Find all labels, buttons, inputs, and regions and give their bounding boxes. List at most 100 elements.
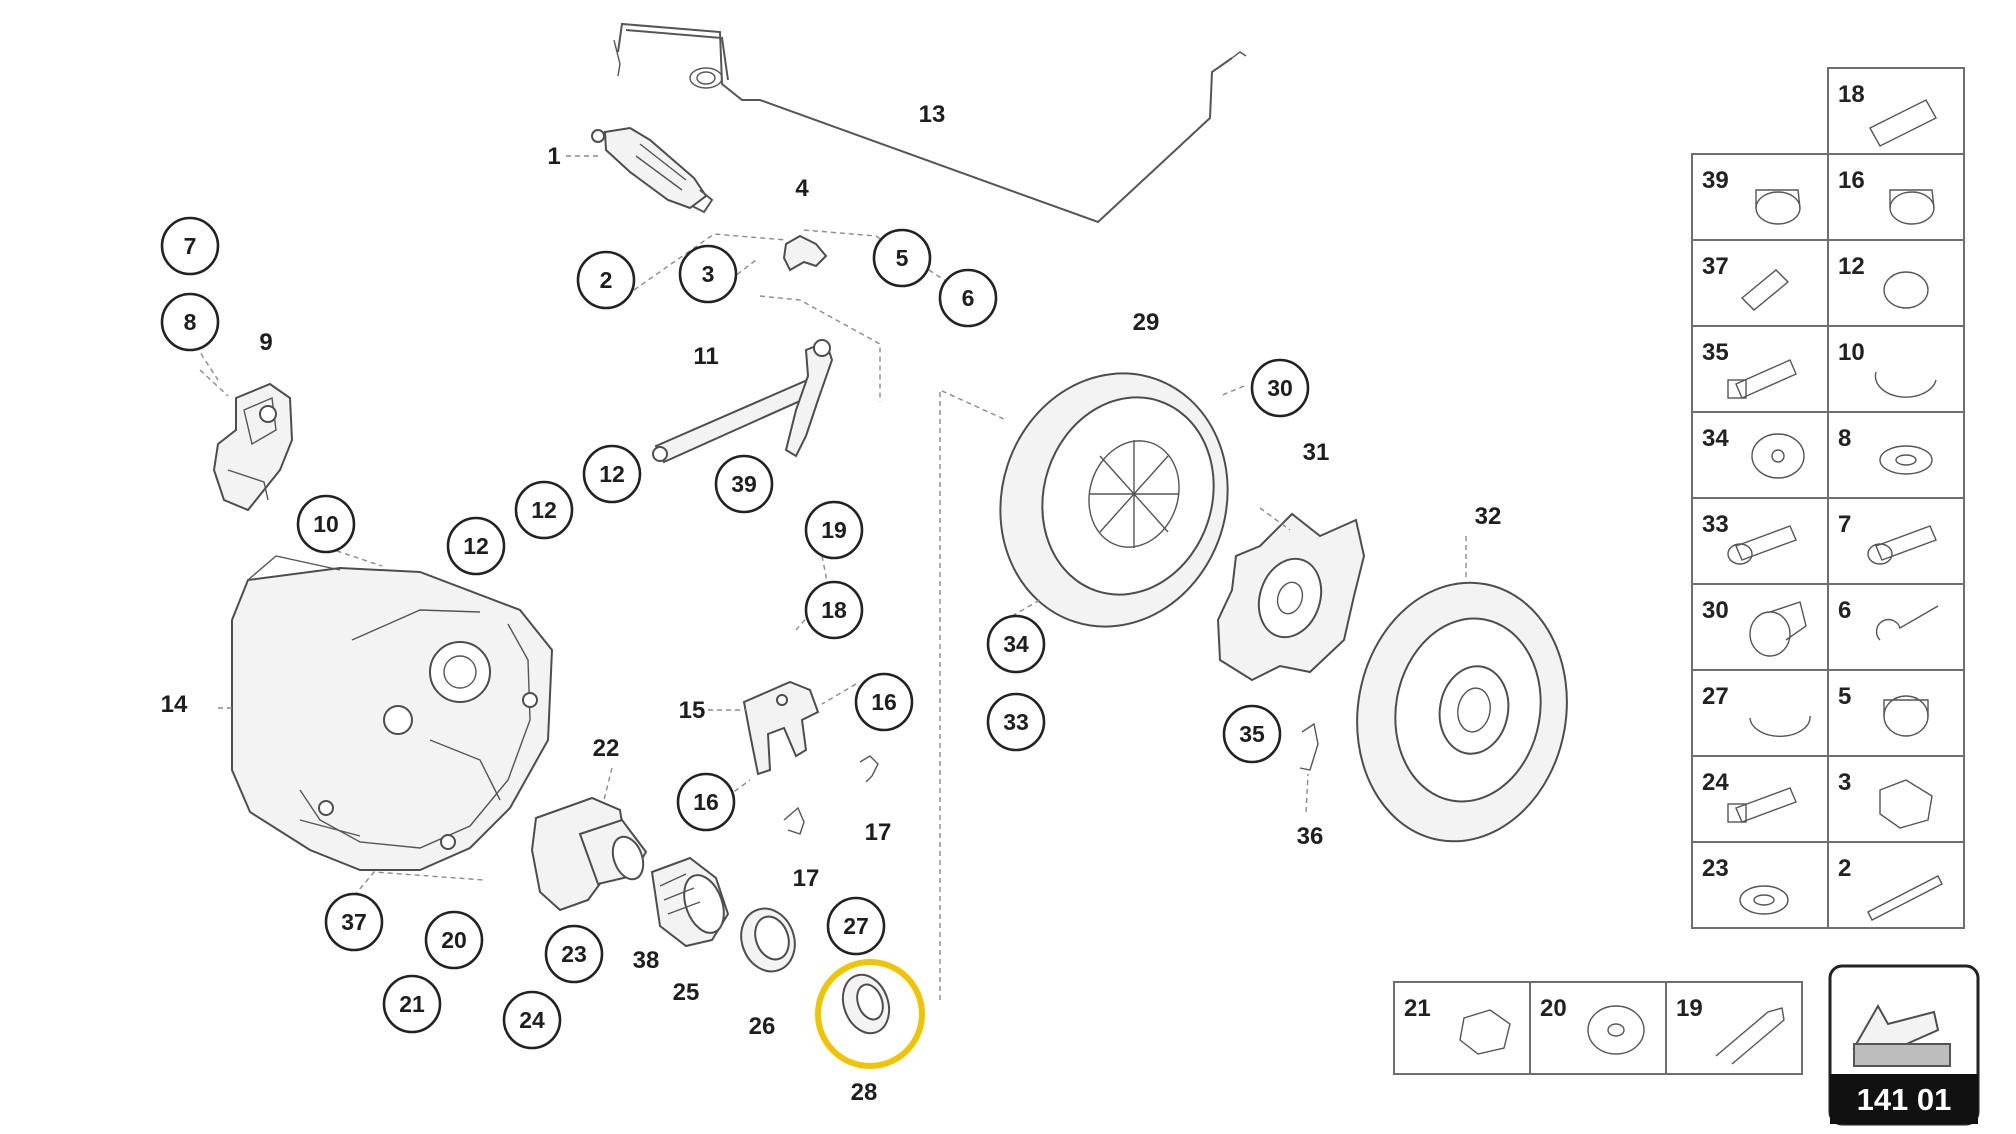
svg-text:12: 12	[599, 461, 625, 487]
legend-label: 21	[1404, 995, 1431, 1022]
part-release-fork	[742, 680, 820, 776]
svg-text:32: 32	[1475, 503, 1502, 530]
callout-16b[interactable]: 16	[676, 772, 736, 832]
legend-label: 3	[1838, 769, 1851, 796]
part-clip-36	[1299, 722, 1319, 771]
callout-10[interactable]: 10	[296, 494, 356, 554]
svg-text:30: 30	[1267, 375, 1293, 401]
callout-1: 1	[547, 143, 560, 170]
callout-26: 26	[749, 1013, 776, 1040]
legend-label: 2	[1838, 855, 1851, 882]
svg-text:7: 7	[184, 233, 197, 259]
legend-label: 35	[1702, 339, 1729, 366]
callout-29: 29	[1133, 309, 1160, 336]
part-ring-28	[841, 973, 891, 1035]
svg-text:35: 35	[1239, 721, 1265, 747]
svg-text:31: 31	[1303, 439, 1330, 466]
part-clip-17	[783, 755, 879, 835]
callout-5[interactable]: 5	[872, 228, 932, 288]
callout-16a[interactable]: 16	[854, 672, 914, 732]
svg-text:17: 17	[865, 819, 892, 846]
callout-25: 25	[673, 979, 700, 1006]
legend-cell	[1691, 497, 1829, 585]
svg-text:10: 10	[313, 511, 339, 537]
legend-cell	[1827, 755, 1965, 843]
page-number: 141 01	[1857, 1082, 1952, 1117]
part-bracket-9	[212, 382, 294, 512]
svg-text:18: 18	[821, 597, 847, 623]
legend-label: 7	[1838, 511, 1851, 538]
callout-38: 38	[633, 947, 660, 974]
highlight-ring	[815, 959, 925, 1069]
callout-12a[interactable]: 12	[582, 444, 642, 504]
legend-cell	[1665, 981, 1803, 1075]
legend-bottom-row: 21 20 19	[1393, 981, 1803, 1075]
legend-label: 19	[1676, 995, 1703, 1022]
svg-text:8: 8	[184, 309, 197, 335]
legend-label: 10	[1838, 339, 1865, 366]
callout-33[interactable]: 33	[986, 692, 1046, 752]
callout-3[interactable]: 3	[678, 244, 738, 304]
legend-cell	[1691, 325, 1829, 413]
part-clutch-disc	[1216, 512, 1366, 682]
callout-9: 9	[259, 329, 272, 356]
callout-8[interactable]: 8	[160, 292, 220, 352]
callout-39[interactable]: 39	[714, 454, 774, 514]
svg-text:22: 22	[593, 735, 620, 762]
legend-label: 30	[1702, 597, 1729, 624]
part-release-bearing	[650, 856, 730, 948]
legend-label: 5	[1838, 683, 1851, 710]
svg-text:6: 6	[962, 285, 975, 311]
callout-27[interactable]: 27	[826, 896, 886, 956]
svg-text:1: 1	[547, 143, 560, 170]
callout-36: 36	[1297, 823, 1324, 850]
legend-cell	[1827, 669, 1965, 757]
svg-text:34: 34	[1003, 631, 1029, 657]
legend-label: 39	[1702, 167, 1729, 194]
svg-text:38: 38	[633, 947, 660, 974]
callout-23[interactable]: 23	[544, 924, 604, 984]
callout-20[interactable]: 20	[424, 910, 484, 970]
callout-34[interactable]: 34	[986, 614, 1046, 674]
svg-text:13: 13	[919, 101, 946, 128]
legend-label: 24	[1702, 769, 1729, 796]
callout-37[interactable]: 37	[324, 892, 384, 952]
svg-text:11: 11	[693, 343, 718, 370]
svg-text:19: 19	[821, 517, 847, 543]
svg-text:9: 9	[259, 329, 272, 356]
svg-text:28: 28	[851, 1079, 878, 1106]
callout-30[interactable]: 30	[1250, 358, 1310, 418]
svg-text:33: 33	[1003, 709, 1029, 735]
page-number-box: 141 01	[1828, 964, 1980, 1126]
callout-7[interactable]: 7	[160, 216, 220, 276]
callout-22: 22	[593, 735, 620, 762]
legend-label: 20	[1540, 995, 1567, 1022]
callout-24[interactable]: 24	[502, 990, 562, 1050]
legend-label: 34	[1702, 425, 1729, 452]
callout-11: 11	[693, 343, 718, 370]
callout-15: 15	[679, 697, 706, 724]
legend-label: 37	[1702, 253, 1729, 280]
legend-label: 33	[1702, 511, 1729, 538]
part-hydraulic-pipe	[613, 22, 1247, 224]
svg-text:39: 39	[731, 471, 757, 497]
callout-19[interactable]: 19	[804, 500, 864, 560]
svg-text:15: 15	[679, 697, 706, 724]
callout-6[interactable]: 6	[938, 268, 998, 328]
callout-35[interactable]: 35	[1222, 704, 1282, 764]
legend-cell	[1827, 239, 1965, 327]
svg-text:24: 24	[519, 1007, 545, 1033]
callout-18[interactable]: 18	[804, 580, 864, 640]
callout-2[interactable]: 2	[576, 250, 636, 310]
legend-cell	[1827, 497, 1965, 585]
part-pressure-plate	[999, 372, 1229, 628]
svg-text:37: 37	[341, 909, 367, 935]
svg-text:21: 21	[399, 991, 425, 1017]
callout-12c[interactable]: 12	[446, 516, 506, 576]
legend-label: 6	[1838, 597, 1851, 624]
callout-12b[interactable]: 12	[514, 480, 574, 540]
legend-label: 16	[1838, 167, 1865, 194]
svg-text:27: 27	[843, 913, 869, 939]
callout-21[interactable]: 21	[382, 974, 442, 1034]
